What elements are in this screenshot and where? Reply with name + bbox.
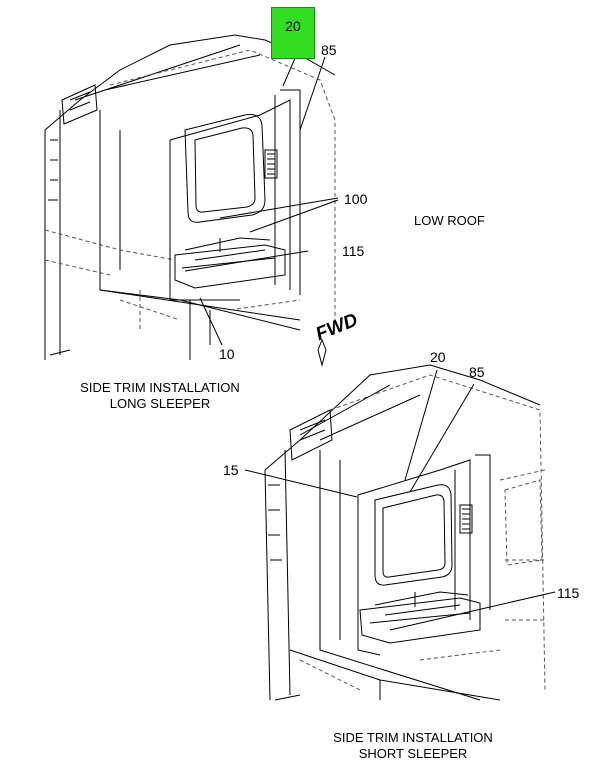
callout-115-top[interactable]: 115	[342, 243, 365, 259]
forward-arrow-icon	[317, 338, 327, 367]
callout-115-bottom[interactable]: 115	[557, 585, 580, 601]
short-sleeper-caption-line2: SHORT SLEEPER	[358, 746, 468, 761]
highlighted-callout-20[interactable]: 20	[271, 7, 315, 59]
callout-100[interactable]: 100	[344, 191, 368, 207]
long-sleeper-caption: SIDE TRIM INSTALLATION LONG SLEEPER	[80, 380, 240, 412]
callout-20-bottom[interactable]: 20	[430, 349, 446, 365]
callout-20-label: 20	[285, 18, 301, 34]
short-sleeper-caption: SIDE TRIM INSTALLATION SHORT SLEEPER	[333, 730, 493, 762]
callout-15[interactable]: 15	[223, 462, 239, 478]
short-sleeper-leader-lines	[244, 369, 556, 631]
callout-10[interactable]: 10	[219, 346, 235, 362]
low-roof-note: LOW ROOF	[414, 213, 485, 228]
callout-85-bottom[interactable]: 85	[469, 364, 485, 380]
long-sleeper-caption-line2: LONG SLEEPER	[109, 396, 211, 411]
callout-85-top[interactable]: 85	[321, 42, 337, 58]
short-sleeper-caption-line1: SIDE TRIM INSTALLATION	[333, 730, 493, 745]
long-sleeper-caption-line1: SIDE TRIM INSTALLATION	[80, 380, 240, 395]
long-sleeper-cab-drawing	[44, 34, 336, 360]
short-sleeper-cab-drawing	[264, 364, 546, 701]
